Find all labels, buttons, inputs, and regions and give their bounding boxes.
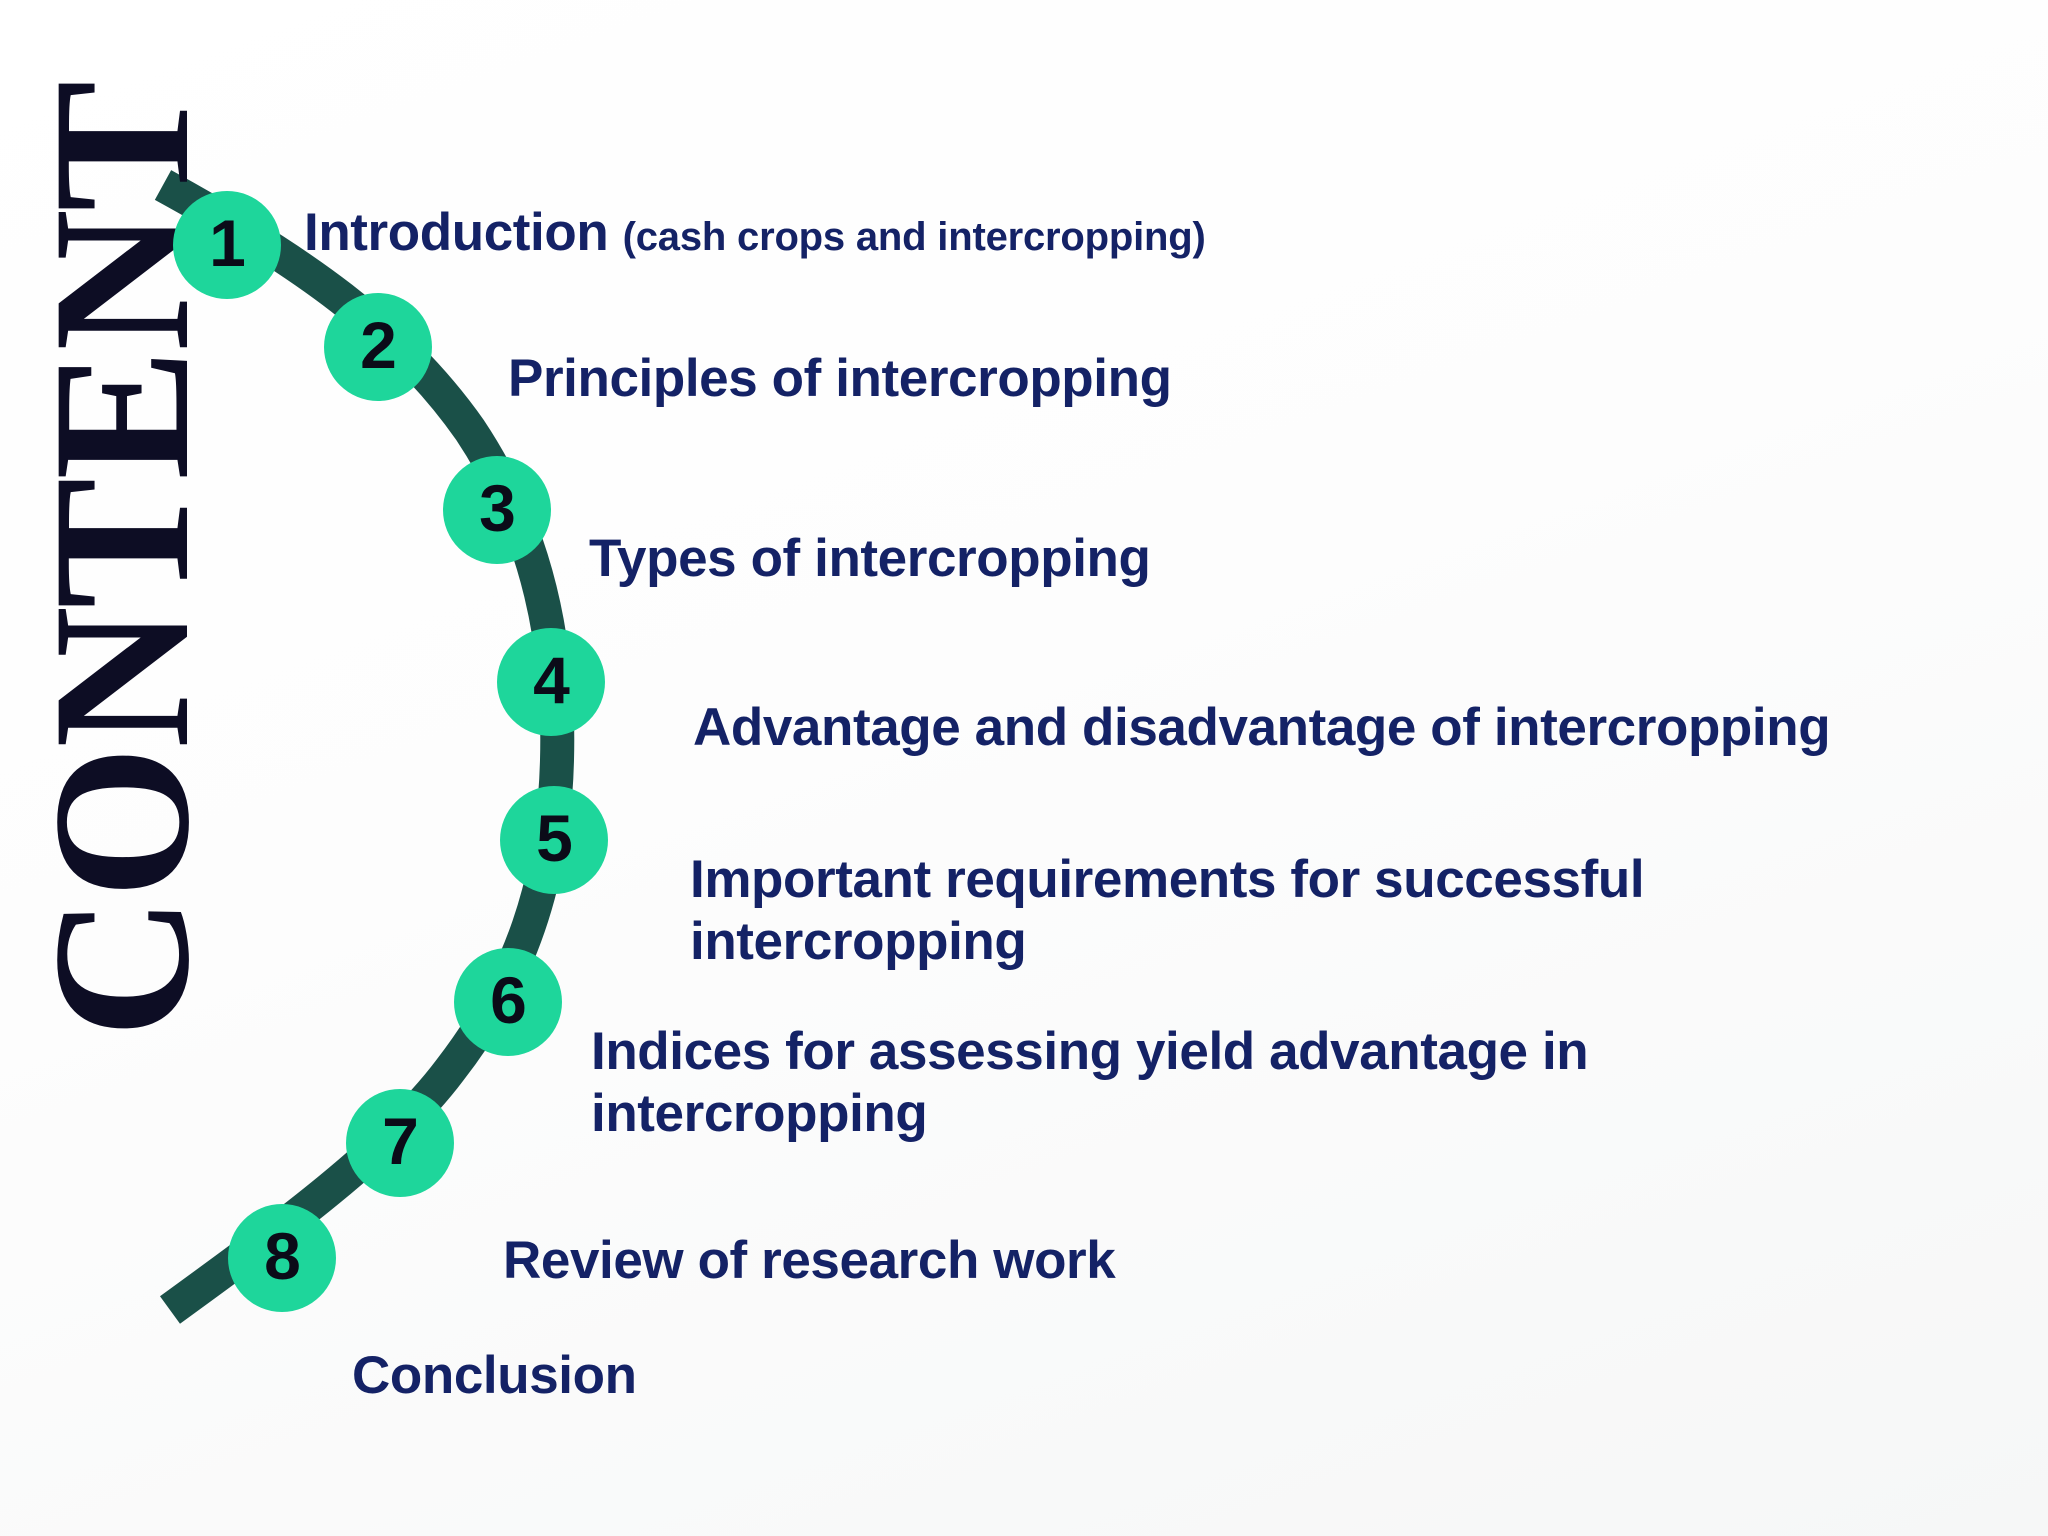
label-text: Principles of intercropping <box>508 349 1172 408</box>
timeline-node-1[interactable]: 1 <box>173 191 281 299</box>
label-text: Review of research work <box>503 1231 1116 1290</box>
node-number: 6 <box>490 963 527 1037</box>
timeline-node-2[interactable]: 2 <box>324 293 432 401</box>
node-number: 3 <box>479 471 516 545</box>
timeline-label-1[interactable]: Introduction (cash crops and intercroppi… <box>304 140 1206 264</box>
timeline-label-7[interactable]: Review of research work <box>503 1168 1116 1292</box>
timeline-node-3[interactable]: 3 <box>443 456 551 564</box>
label-text: Introduction <box>304 203 623 262</box>
node-number: 8 <box>264 1219 301 1293</box>
node-number: 1 <box>209 206 246 280</box>
timeline-label-2[interactable]: Principles of intercropping <box>508 286 1172 410</box>
node-number: 5 <box>536 801 573 875</box>
node-number: 4 <box>533 643 570 717</box>
timeline-label-8[interactable]: Conclusion <box>352 1283 637 1407</box>
timeline-label-6[interactable]: Indices for assessing yield advantage in… <box>591 959 1589 1145</box>
node-number: 2 <box>360 308 397 382</box>
label-text: Indices for assessing yield advantage in… <box>591 1022 1589 1143</box>
label-text: Types of intercropping <box>589 529 1151 588</box>
label-text: Important requirements for successful in… <box>690 850 1645 971</box>
label-text: Advantage and disadvantage of intercropp… <box>693 698 1831 757</box>
timeline-node-6[interactable]: 6 <box>454 948 562 1056</box>
timeline-label-3[interactable]: Types of intercropping <box>589 466 1151 590</box>
node-number: 7 <box>382 1104 419 1178</box>
label-note: (cash crops and intercropping) <box>622 215 1206 259</box>
timeline-node-4[interactable]: 4 <box>497 628 605 736</box>
label-text: Conclusion <box>352 1346 637 1405</box>
timeline-label-5[interactable]: Important requirements for successful in… <box>690 787 1645 973</box>
page-title: CONTENT <box>13 82 230 1038</box>
timeline-node-8[interactable]: 8 <box>228 1204 336 1312</box>
timeline-node-5[interactable]: 5 <box>500 786 608 894</box>
timeline-node-7[interactable]: 7 <box>346 1089 454 1197</box>
timeline-label-4[interactable]: Advantage and disadvantage of intercropp… <box>693 635 1831 759</box>
